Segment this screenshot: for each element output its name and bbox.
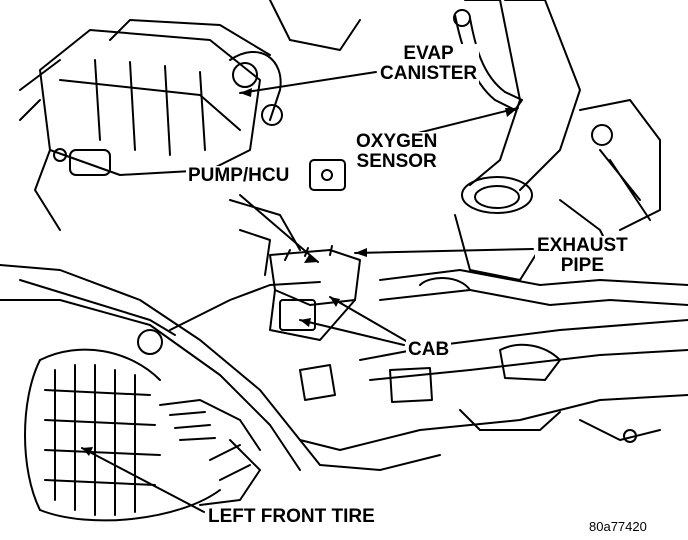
pump-hcu-drawing [229, 159, 361, 341]
figure-reference-number: 80a77420 [589, 519, 647, 534]
label-exhaust-pipe-line2: PIPE [560, 255, 605, 276]
label-evap-canister: EVAP CANISTER [378, 43, 480, 84]
label-evap-canister-line2: CANISTER [380, 63, 478, 84]
body-panel-drawing [269, 0, 661, 271]
leader-lines [81, 71, 534, 513]
crossmember-drawing [0, 264, 688, 471]
label-oxygen-sensor-line2: SENSOR [356, 151, 437, 172]
label-exhaust-pipe-line1: EXHAUST [537, 235, 628, 256]
label-evap-canister-line1: EVAP [403, 43, 454, 64]
left-front-tire-drawing [24, 348, 261, 522]
evap-canister-drawing [19, 19, 283, 231]
label-cab: CAB [406, 339, 452, 360]
label-pump-hcu: PUMP/HCU [186, 165, 292, 186]
label-left-front-tire: LEFT FRONT TIRE [206, 506, 377, 527]
label-oxygen-sensor-line1: OXYGEN [356, 131, 438, 152]
label-exhaust-pipe: EXHAUST PIPE [535, 236, 630, 276]
label-oxygen-sensor: OXYGEN SENSOR [354, 131, 440, 172]
leader-arrowheads [82, 88, 518, 456]
